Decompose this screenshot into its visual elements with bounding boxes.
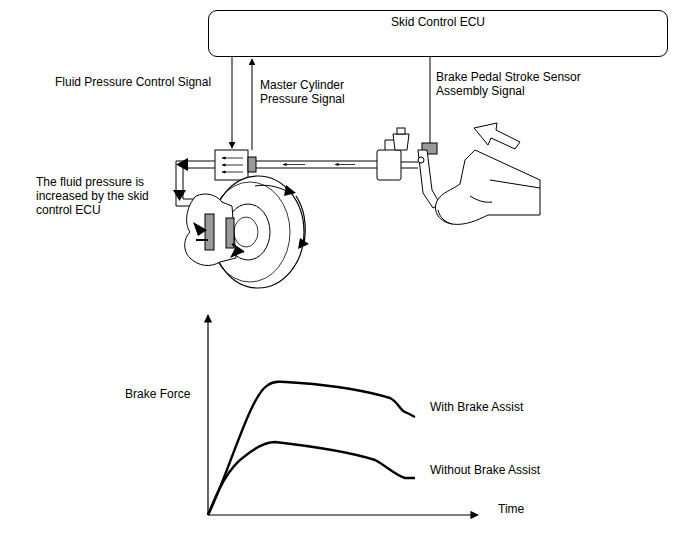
signal-label: Brake Pedal Stroke Sensor Assembly Signa… [436, 70, 596, 98]
flow-arrows [173, 158, 188, 201]
brake-pedal [418, 143, 440, 208]
signal-label: The fluid pressure is increased by the s… [36, 175, 164, 217]
master-cylinder [377, 128, 418, 180]
ecu-box: Skid Control ECU [208, 10, 668, 57]
signal-label: Time [498, 502, 524, 516]
brake-caliper [185, 194, 244, 265]
driver-foot [435, 123, 540, 224]
signal-label: Fluid Pressure Control Signal [55, 75, 211, 89]
signal-label: With Brake Assist [430, 400, 523, 414]
signal-label: Master Cylinder Pressure Signal [260, 78, 360, 106]
signal-wires [232, 57, 430, 150]
signal-label: Brake Force [125, 387, 190, 401]
brake-actuator [215, 150, 256, 180]
node-title: Skid Control ECU [391, 15, 485, 29]
brake-force-chart [208, 315, 478, 515]
signal-label: Without Brake Assist [430, 463, 540, 477]
